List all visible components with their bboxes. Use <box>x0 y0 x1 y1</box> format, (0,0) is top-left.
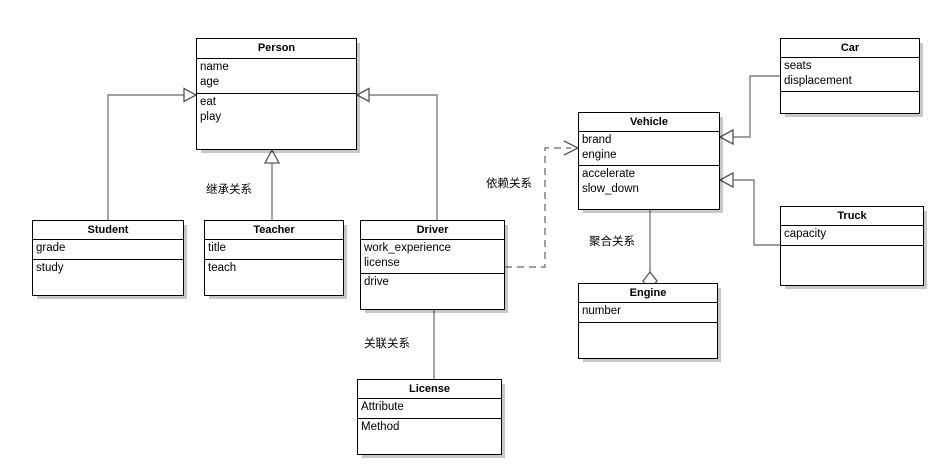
uml-attribute: license <box>364 256 400 269</box>
uml-methods-vehicle: accelerate slow_down <box>579 166 719 198</box>
uml-attribute: title <box>208 242 226 254</box>
edge-teacher-person <box>263 148 281 220</box>
edge-vehicle-engine <box>642 210 658 292</box>
uml-method: study <box>36 262 64 274</box>
uml-attributes-person: name age <box>197 59 356 94</box>
edge-driver-person <box>355 87 438 220</box>
uml-class-student[interactable]: Student grade study <box>32 220 184 296</box>
generalization-arrowhead-driver <box>355 87 370 103</box>
uml-attribute: number <box>582 305 621 317</box>
uml-class-truck[interactable]: Truck capacity <box>780 206 924 286</box>
uml-method: teach <box>208 262 237 274</box>
uml-class-name-person: Person <box>197 39 356 59</box>
uml-attribute: seats <box>784 60 812 72</box>
uml-method: play <box>200 110 222 123</box>
edge-student-person <box>107 87 198 220</box>
uml-method: slow_down <box>582 182 639 195</box>
uml-class-name-teacher: Teacher <box>205 221 343 240</box>
uml-class-teacher[interactable]: Teacher title teach <box>204 220 344 296</box>
edge-truck-vehicle <box>718 171 780 246</box>
uml-class-name-student: Student <box>33 221 183 240</box>
uml-attribute: engine <box>582 148 617 161</box>
uml-attributes-teacher: title <box>205 240 343 260</box>
uml-class-vehicle[interactable]: Vehicle brand engine accelerate slow_down <box>578 112 720 210</box>
uml-attribute: capacity <box>784 228 827 240</box>
uml-method: Method <box>361 421 400 433</box>
uml-methods-truck <box>781 246 923 249</box>
generalization-arrowhead-teacher <box>263 148 281 164</box>
generalization-arrowhead-truck <box>718 171 734 189</box>
uml-methods-car <box>781 92 919 95</box>
edge-line-truck-vehicle <box>720 179 780 246</box>
uml-attribute: name <box>200 61 229 73</box>
edge-line-driver-vehicle <box>505 147 571 268</box>
uml-attributes-engine: number <box>579 303 717 323</box>
uml-attribute: grade <box>36 242 66 254</box>
uml-methods-teacher: teach <box>205 260 343 278</box>
edge-car-vehicle <box>718 75 780 146</box>
edge-label-aggregation: 聚合关系 <box>589 234 635 248</box>
uml-attributes-vehicle: brand engine <box>579 132 719 166</box>
uml-class-name-vehicle: Vehicle <box>579 113 719 132</box>
uml-class-engine[interactable]: Engine number <box>578 283 718 359</box>
uml-attribute: displacement <box>784 74 852 87</box>
edge-line-driver-person <box>357 94 438 220</box>
edge-label-association: 关联关系 <box>364 336 410 350</box>
uml-methods-engine <box>579 323 717 326</box>
edge-driver-vehicle <box>505 140 580 268</box>
uml-attribute: work_experience <box>364 242 451 254</box>
uml-attributes-student: grade <box>33 240 183 260</box>
uml-class-name-truck: Truck <box>781 207 923 226</box>
uml-method: drive <box>364 276 389 288</box>
uml-attribute: brand <box>582 134 612 146</box>
uml-methods-driver: drive <box>361 274 504 292</box>
generalization-arrowhead-student <box>183 87 198 103</box>
uml-class-name-car: Car <box>781 39 919 58</box>
uml-methods-license: Method <box>358 419 501 437</box>
uml-class-name-engine: Engine <box>579 284 717 303</box>
uml-attribute: age <box>200 75 220 88</box>
uml-class-name-driver: Driver <box>361 221 504 240</box>
edge-label-inheritance: 继承关系 <box>206 182 252 196</box>
uml-method: eat <box>200 96 216 108</box>
edge-line-car-vehicle <box>720 75 780 138</box>
uml-class-person[interactable]: Person name age eat play <box>196 38 357 150</box>
edge-line-student-person <box>107 94 196 220</box>
uml-attribute: Attribute <box>361 401 404 413</box>
uml-methods-student: study <box>33 260 183 278</box>
generalization-arrowhead-car <box>718 128 734 146</box>
edge-label-dependency: 依赖关系 <box>486 176 532 190</box>
uml-attributes-car: seats displacement <box>781 58 919 92</box>
uml-methods-person: eat play <box>197 94 356 126</box>
uml-attributes-license: Attribute <box>358 399 501 419</box>
uml-class-car[interactable]: Car seats displacement <box>780 38 920 114</box>
uml-method: accelerate <box>582 168 636 180</box>
uml-attributes-truck: capacity <box>781 226 923 246</box>
uml-class-name-license: License <box>358 380 501 399</box>
